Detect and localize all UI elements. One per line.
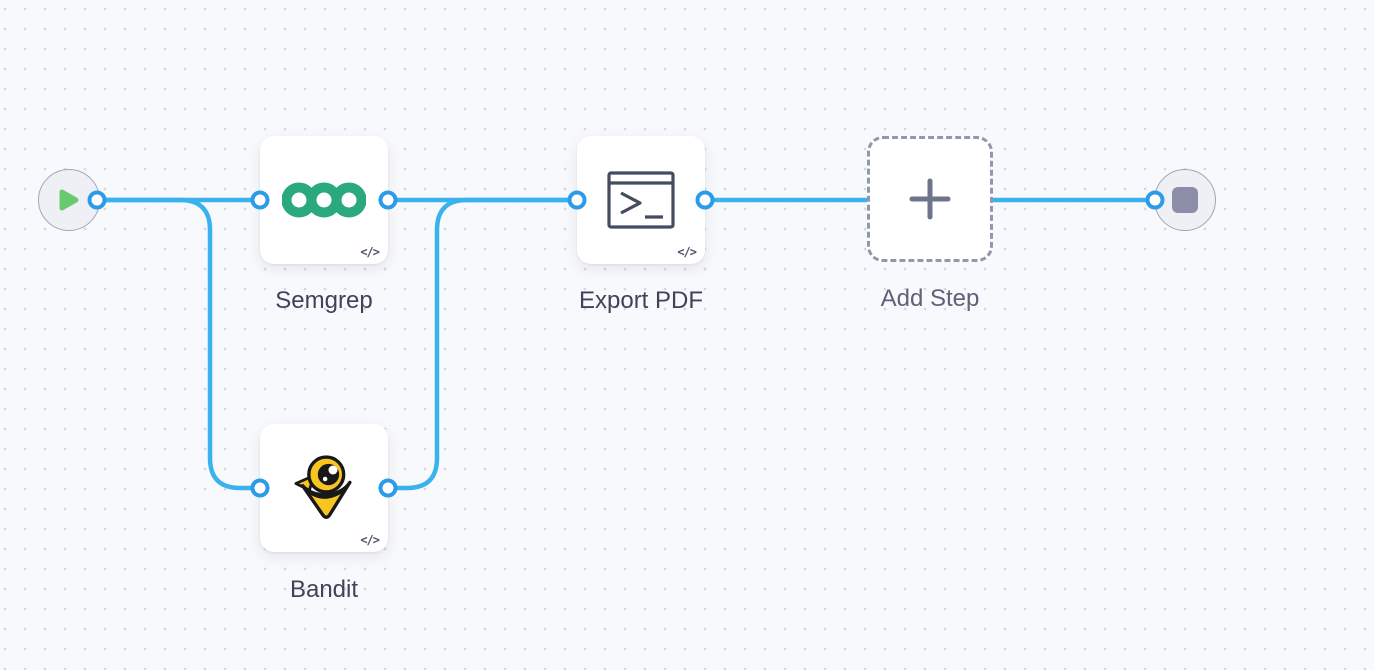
port-export-pdf-output[interactable] <box>695 190 715 210</box>
node-label-export-pdf: Export PDF <box>578 287 704 314</box>
port-bandit-output[interactable] <box>378 478 398 498</box>
code-icon: </> <box>360 533 380 547</box>
port-start-output[interactable] <box>87 190 107 210</box>
plus-icon <box>909 178 951 220</box>
bandit-bird-logo <box>294 455 352 519</box>
node-card-semgrep[interactable]: </> <box>260 136 388 264</box>
port-bandit-input[interactable] <box>250 478 270 498</box>
edge-bandit-to-exportpdf[interactable] <box>385 197 580 491</box>
code-icon: </> <box>360 245 380 259</box>
node-card-bandit[interactable]: </> <box>260 424 388 552</box>
stop-icon <box>1172 187 1198 213</box>
node-label-semgrep: Semgrep <box>275 287 373 314</box>
edge-start-to-bandit[interactable] <box>94 197 263 491</box>
code-icon: </> <box>677 245 697 259</box>
node-label-add-step: Add Step <box>880 285 980 312</box>
add-step-button[interactable] <box>867 136 993 262</box>
port-export-pdf-input[interactable] <box>567 190 587 210</box>
node-card-export-pdf[interactable]: </> <box>577 136 705 264</box>
port-semgrep-input[interactable] <box>250 190 270 210</box>
play-icon <box>59 189 79 211</box>
terminal-icon <box>607 171 675 229</box>
port-semgrep-output[interactable] <box>378 190 398 210</box>
semgrep-rings-logo <box>282 182 366 218</box>
port-end-input[interactable] <box>1145 190 1165 210</box>
node-label-bandit: Bandit <box>289 576 359 603</box>
